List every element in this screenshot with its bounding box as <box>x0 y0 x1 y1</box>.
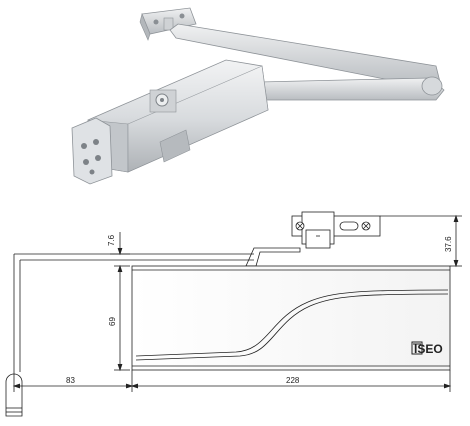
dim-body-height-label: 69 <box>108 317 117 326</box>
mounting-bracket <box>139 7 197 41</box>
door-closer-photo <box>71 7 445 185</box>
dim-top-gap-label: 7.6 <box>107 234 116 246</box>
dim-arm-offset-label: 83 <box>66 376 75 385</box>
drawing-bracket <box>291 211 381 249</box>
dim-body-length-label: 228 <box>286 376 300 385</box>
brand-logo-text: ISEO <box>414 342 443 356</box>
iseo-logo: ISEO <box>411 341 443 356</box>
technical-drawing <box>5 211 462 417</box>
closer-body-photo <box>71 59 269 185</box>
dim-bracket-height-label: 37.6 <box>444 236 453 252</box>
